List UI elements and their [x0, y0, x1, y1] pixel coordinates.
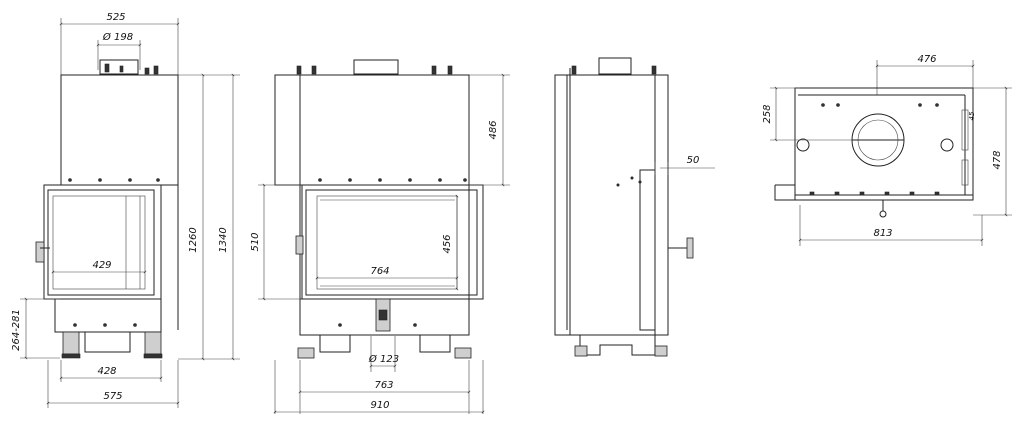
dim-height-total: 1340	[218, 227, 229, 252]
dim-flue-offset: 258	[762, 104, 773, 123]
view-side: 50	[554, 57, 715, 357]
view-front-narrow: 525 Ø 198 429	[11, 12, 240, 408]
dim-glass-width-wide: 764	[370, 266, 389, 277]
dim-total-width-813: 813	[873, 228, 892, 239]
dim-leg-span: 428	[97, 366, 116, 377]
dim-glass-width: 429	[92, 260, 111, 271]
dim-total-width: 575	[103, 391, 122, 402]
dim-leg-span-wide: 763	[374, 380, 393, 391]
view-front-wide: 764 456 Ø 123 486 510 763	[250, 59, 510, 414]
view-top: 476 45 258	[762, 54, 1012, 246]
dim-legs-range: 264-281	[11, 309, 22, 351]
dim-flue-diameter: Ø 198	[102, 31, 133, 43]
dim-top-width: 525	[106, 12, 125, 23]
dim-top-width-476: 476	[917, 54, 936, 65]
dim-glass-height: 456	[442, 234, 453, 253]
dim-air-inlet: Ø 123	[368, 353, 399, 365]
dim-depth-step: 50	[687, 155, 700, 166]
dim-depth-478: 478	[992, 150, 1003, 169]
dim-door-height: 510	[250, 232, 261, 251]
dim-top-height: 486	[488, 120, 499, 139]
dim-height-body: 1260	[188, 227, 199, 252]
dim-total-width-wide: 910	[370, 400, 389, 411]
dim-small-45: 45	[968, 111, 976, 120]
